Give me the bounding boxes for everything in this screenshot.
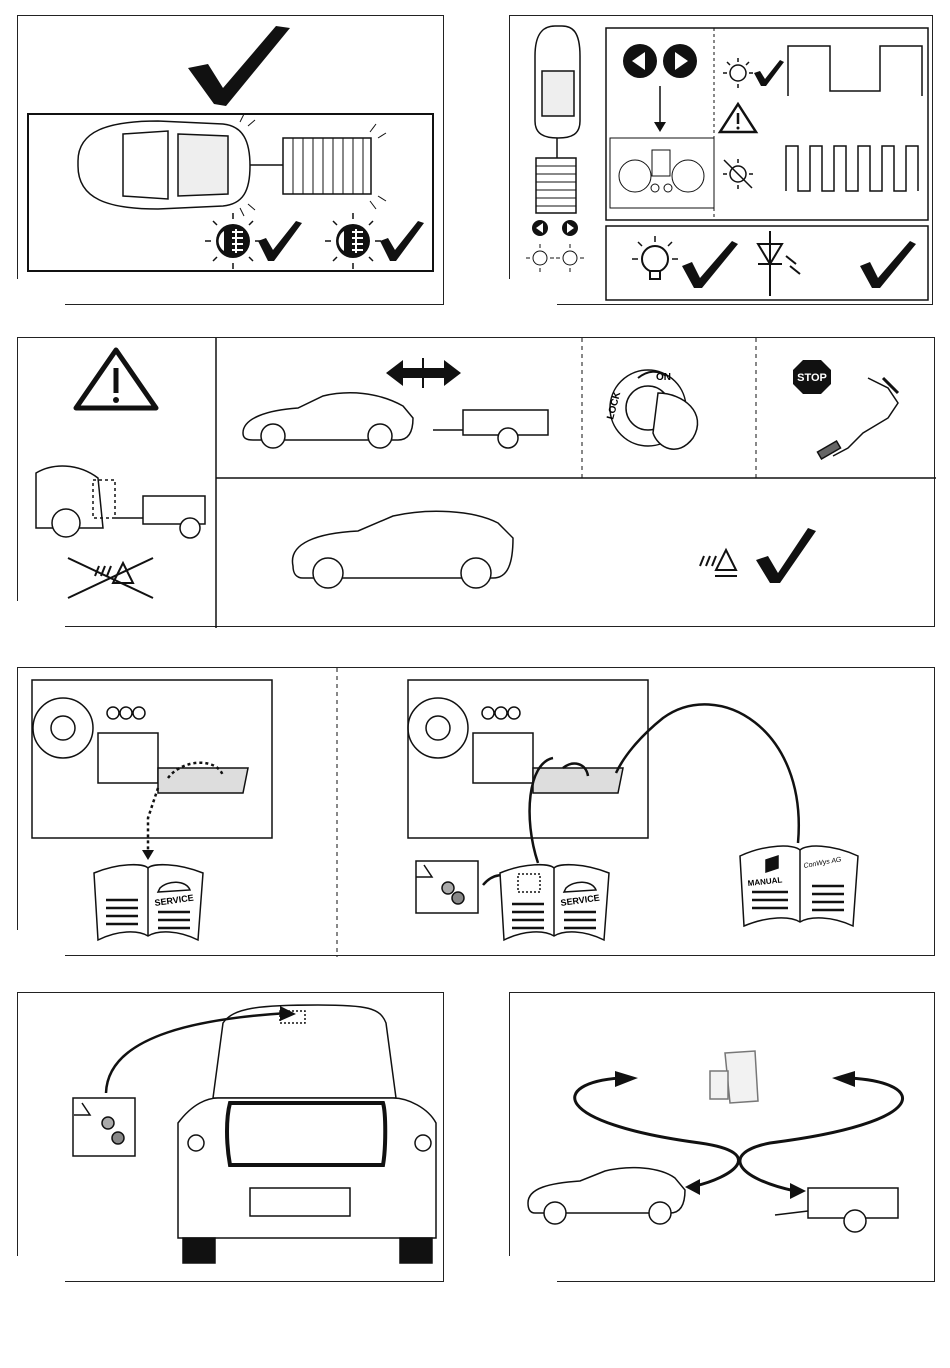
park-assist-icon xyxy=(700,550,737,576)
car-interior-1 xyxy=(32,680,272,853)
turn-signal-left-icon xyxy=(532,220,548,236)
fog-lamp-icon xyxy=(205,213,261,269)
warning-icon xyxy=(720,104,756,132)
car-interior-2 xyxy=(408,680,648,838)
car-side-view xyxy=(292,511,513,588)
double-arrow-icon xyxy=(386,358,461,388)
trailer-side-view xyxy=(433,410,548,448)
car-top-view xyxy=(78,121,283,209)
sticker-icon xyxy=(73,1098,135,1156)
bulb-check-icon xyxy=(556,244,584,272)
car-top-view xyxy=(535,26,580,158)
panel-cycle-drawing xyxy=(510,993,936,1283)
panel-trunk-drawing xyxy=(18,993,445,1283)
panel-indicators xyxy=(509,15,933,305)
open-trunk-lid xyxy=(213,1005,396,1098)
checkmark-icon xyxy=(860,241,916,288)
turn-signal-right-icon xyxy=(562,220,578,236)
brake-pedal xyxy=(817,378,898,459)
turn-signal-left-icon xyxy=(623,44,657,78)
car-with-trailer xyxy=(36,466,205,538)
arrow-icon xyxy=(615,1071,638,1087)
bulb-icon xyxy=(632,236,678,279)
ignition-switch xyxy=(610,370,698,449)
bulb-check-icon xyxy=(526,244,554,272)
page-corner xyxy=(17,930,65,956)
trailer-top-view xyxy=(536,158,576,213)
arrow-icon xyxy=(790,1183,806,1199)
checkmark-icon xyxy=(258,221,302,261)
panel-trunk xyxy=(17,992,444,1282)
checkmark-icon xyxy=(754,60,784,86)
sticker-icon xyxy=(416,861,478,913)
panel-manual: SERVICE xyxy=(17,667,935,956)
page-corner xyxy=(509,279,557,305)
checkmark-icon xyxy=(756,528,816,583)
car-side-view xyxy=(243,393,413,448)
bulb-check-icon xyxy=(723,58,753,88)
panel-manual-drawing: SERVICE xyxy=(18,668,936,957)
warning-triangle-icon xyxy=(76,350,156,408)
bulb-fail-icon xyxy=(723,159,753,189)
tow-hook-icon xyxy=(710,1051,758,1103)
checkmark-icon xyxy=(188,26,290,106)
turn-signal-right-icon xyxy=(663,44,697,78)
stop-sign-label: STOP xyxy=(797,372,827,384)
page-corner xyxy=(17,279,65,305)
panel-warning: LOCK ON STOP xyxy=(17,337,935,627)
trailer-top-view xyxy=(283,138,371,194)
stop-sign-icon: STOP xyxy=(793,360,831,394)
page-corner xyxy=(17,1256,65,1282)
park-assist-off-icon xyxy=(68,558,153,598)
car-icon xyxy=(528,1168,685,1224)
page-corner xyxy=(17,601,65,627)
led-icon xyxy=(758,231,800,296)
panel-trailer-fog-drawing xyxy=(18,16,445,306)
page-corner xyxy=(509,1256,557,1282)
panel-cycle xyxy=(509,992,935,1282)
arrow-icon xyxy=(685,1179,700,1195)
car-rear-view xyxy=(178,1098,436,1263)
panel-indicators-drawing xyxy=(510,16,934,306)
panel-trailer-fog xyxy=(17,15,444,305)
checkmark-icon xyxy=(682,241,738,288)
fog-lamp-icon xyxy=(325,213,381,269)
arrow-icon xyxy=(832,1071,855,1087)
checkmark-icon xyxy=(380,221,424,261)
panel-warning-drawing: LOCK ON STOP xyxy=(18,338,936,628)
